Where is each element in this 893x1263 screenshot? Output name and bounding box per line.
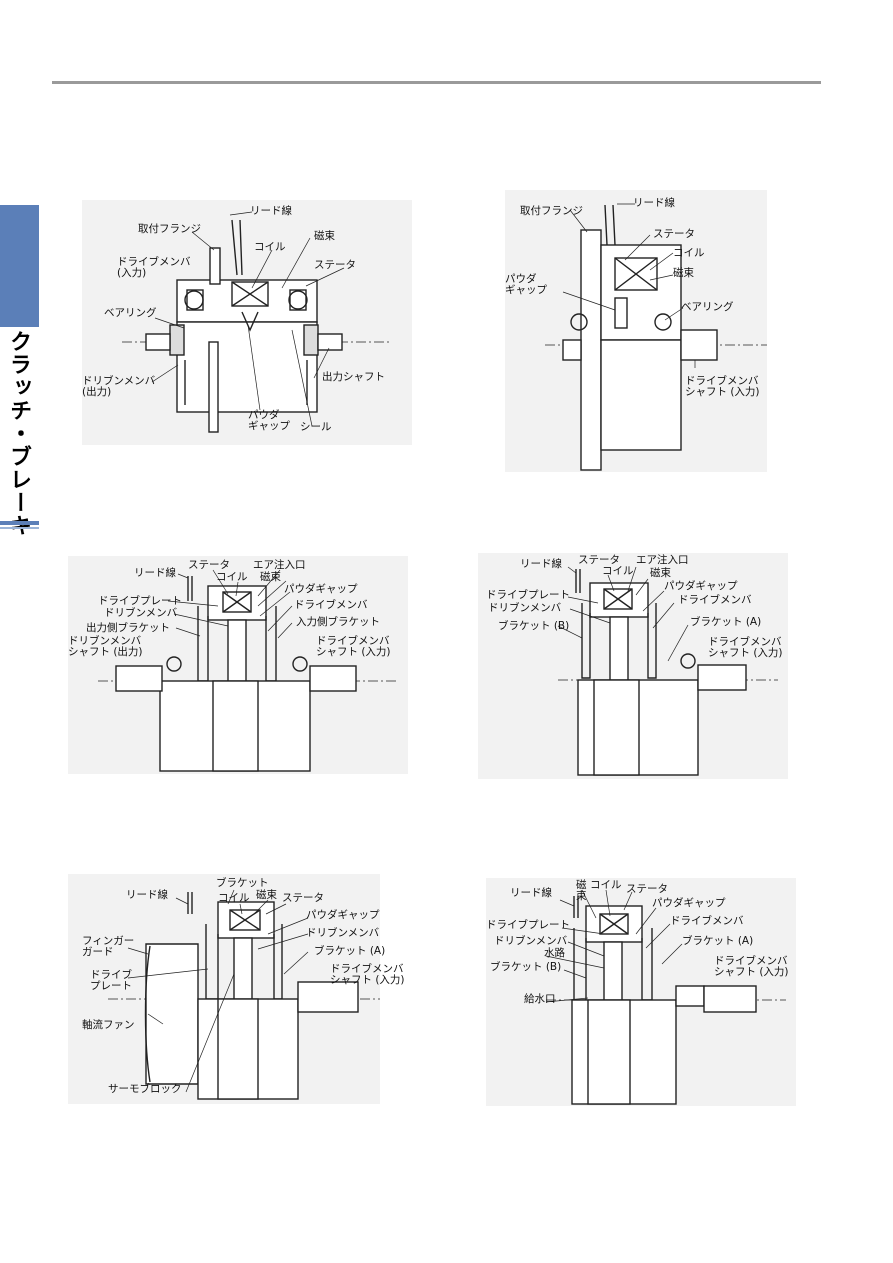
figure-1-drawing xyxy=(82,200,412,445)
label-thermo-block: サーモブロック xyxy=(108,1083,182,1095)
label-coil: コイル xyxy=(590,879,622,891)
label-coil: コイル xyxy=(602,565,634,577)
section-tab-label: クラッチ・ブレーキ xyxy=(6,330,31,537)
label-driven-member: ドリブンメンバ xyxy=(494,935,568,947)
label-drive-shaft: ドライブメンバ シャフト (入力) xyxy=(330,963,405,986)
label-bearing: ベアリング xyxy=(104,307,157,319)
label-powder-gap: パウダギャップ xyxy=(284,583,358,595)
label-input-bracket: 入力側ブラケット xyxy=(296,616,380,628)
label-powder-gap: パウダ ギャップ xyxy=(248,409,290,432)
figure-3-drawing xyxy=(68,556,408,774)
label-output-shaft: 出力シャフト xyxy=(322,371,385,383)
label-coil: コイル xyxy=(216,571,248,583)
label-drive-plate: ドライブ プレート xyxy=(90,969,132,992)
label-mounting-flange: 取付フランジ xyxy=(520,205,583,217)
label-stator: ステータ xyxy=(653,228,695,240)
figure-2-drawing xyxy=(505,190,767,472)
label-bearing: ベアリング xyxy=(681,301,734,313)
label-powder-gap: パウダ ギャップ xyxy=(505,273,547,296)
label-bracket-a: ブラケット (A) xyxy=(682,935,754,947)
section-tab xyxy=(0,205,39,327)
label-drive-shaft: ドライブメンバ シャフト (入力) xyxy=(708,636,783,659)
figure-6-drawing xyxy=(486,878,796,1106)
label-drive-shaft: ドライブメンバ シャフト (入力) xyxy=(714,955,789,978)
label-lead-wire: リード線 xyxy=(510,887,552,899)
label-bracket-b: ブラケット (B) xyxy=(490,961,562,973)
figure-1-powder-clutch: リード線 取付フランジ コイル 磁束 ステータ ドライブメンバ (入力) ベアリ… xyxy=(82,200,412,445)
label-stator: ステータ xyxy=(282,892,324,904)
label-magnetic-flux: 磁束 xyxy=(260,571,281,583)
label-coil: コイル xyxy=(673,247,705,259)
label-bracket-a: ブラケット (A) xyxy=(314,945,386,957)
label-water-inlet: 給水口 xyxy=(524,993,556,1005)
label-lead-wire: リード線 xyxy=(520,558,562,570)
label-powder-gap: パウダギャップ xyxy=(652,897,726,909)
label-mounting-flange: 取付フランジ xyxy=(138,223,201,235)
label-coil: コイル xyxy=(254,241,286,253)
label-driven-shaft: ドリブンメンバ シャフト (出力) xyxy=(68,635,143,658)
label-lead-wire: リード線 xyxy=(134,567,176,579)
label-magnetic-flux: 磁束 xyxy=(314,230,335,242)
label-lead-wire: リード線 xyxy=(126,889,168,901)
label-magnetic-flux: 磁束 xyxy=(673,267,694,279)
label-drive-member: ドライブメンバ xyxy=(670,915,744,927)
label-magnetic-flux: 磁束 xyxy=(650,567,671,579)
label-air-inlet: エア注入口 xyxy=(253,559,306,571)
section-tab-rule-light xyxy=(0,527,39,529)
label-coil: コイル xyxy=(218,892,250,904)
header-rule xyxy=(52,81,821,84)
label-driven-member: ドリブンメンバ xyxy=(488,602,562,614)
label-stator: ステータ xyxy=(314,259,356,271)
label-driven-member: ドリブンメンバ xyxy=(306,927,380,939)
label-lead-wire: リード線 xyxy=(250,205,292,217)
figure-4-drawing xyxy=(478,553,788,779)
label-drive-shaft: ドライブメンバ シャフト (入力) xyxy=(685,375,760,398)
label-magnetic-flux: 磁束 xyxy=(256,889,277,901)
figure-2-powder-brake: リード線 取付フランジ ステータ コイル 磁束 パウダ ギャップ ベアリング ド… xyxy=(505,190,767,472)
label-stator: ステータ xyxy=(578,554,620,566)
section-tab-rule xyxy=(0,521,39,525)
label-stator: ステータ xyxy=(188,559,230,571)
label-driven-member: ドリブンメンバ xyxy=(104,607,178,619)
figure-3-air-cooled-clutch: リード線 ステータ コイル エア注入口 磁束 ドライブプレート パウダギャップ … xyxy=(68,556,408,774)
label-drive-shaft: ドライブメンバ シャフト (入力) xyxy=(316,635,391,658)
figure-5-fan-cooled-brake: ブラケット リード線 コイル 磁束 ステータ パウダギャップ ドリブンメンバ フ… xyxy=(68,874,405,1104)
label-driven-member: ドリブンメンバ (出力) xyxy=(82,375,156,398)
label-bracket-b: ブラケット (B) xyxy=(498,620,570,632)
figure-4-air-cooled-brake: リード線 ステータ コイル エア注入口 磁束 ドライブプレート パウダギャップ … xyxy=(478,553,788,779)
label-water-path: 水路 xyxy=(544,947,565,959)
label-drive-plate: ドライブプレート xyxy=(486,919,570,931)
label-magnetic-flux: 磁 束 xyxy=(576,879,587,902)
label-axial-fan: 軸流ファン xyxy=(82,1019,135,1031)
label-stator: ステータ xyxy=(626,883,668,895)
label-bracket: ブラケット xyxy=(216,877,269,889)
label-drive-member: ドライブメンバ xyxy=(294,599,368,611)
label-lead-wire: リード線 xyxy=(633,197,675,209)
label-powder-gap: パウダギャップ xyxy=(306,909,380,921)
label-drive-member: ドライブメンバ (入力) xyxy=(117,256,191,279)
label-air-inlet: エア注入口 xyxy=(636,554,689,566)
label-bracket-a: ブラケット (A) xyxy=(690,616,762,628)
label-finger-guard: フィンガー ガード xyxy=(82,935,135,958)
label-drive-plate: ドライブプレート xyxy=(98,595,182,607)
label-drive-member: ドライブメンバ xyxy=(678,594,752,606)
label-seal: シール xyxy=(300,421,332,433)
label-drive-plate: ドライブプレート xyxy=(486,589,570,601)
label-powder-gap: パウダギャップ xyxy=(664,580,738,592)
label-output-bracket: 出力側ブラケット xyxy=(86,622,170,634)
figure-5-drawing xyxy=(68,874,380,1104)
figure-6-water-cooled-brake: 磁 束 コイル ステータ リード線 パウダギャップ ドライブプレート ドライブメ… xyxy=(486,878,796,1106)
